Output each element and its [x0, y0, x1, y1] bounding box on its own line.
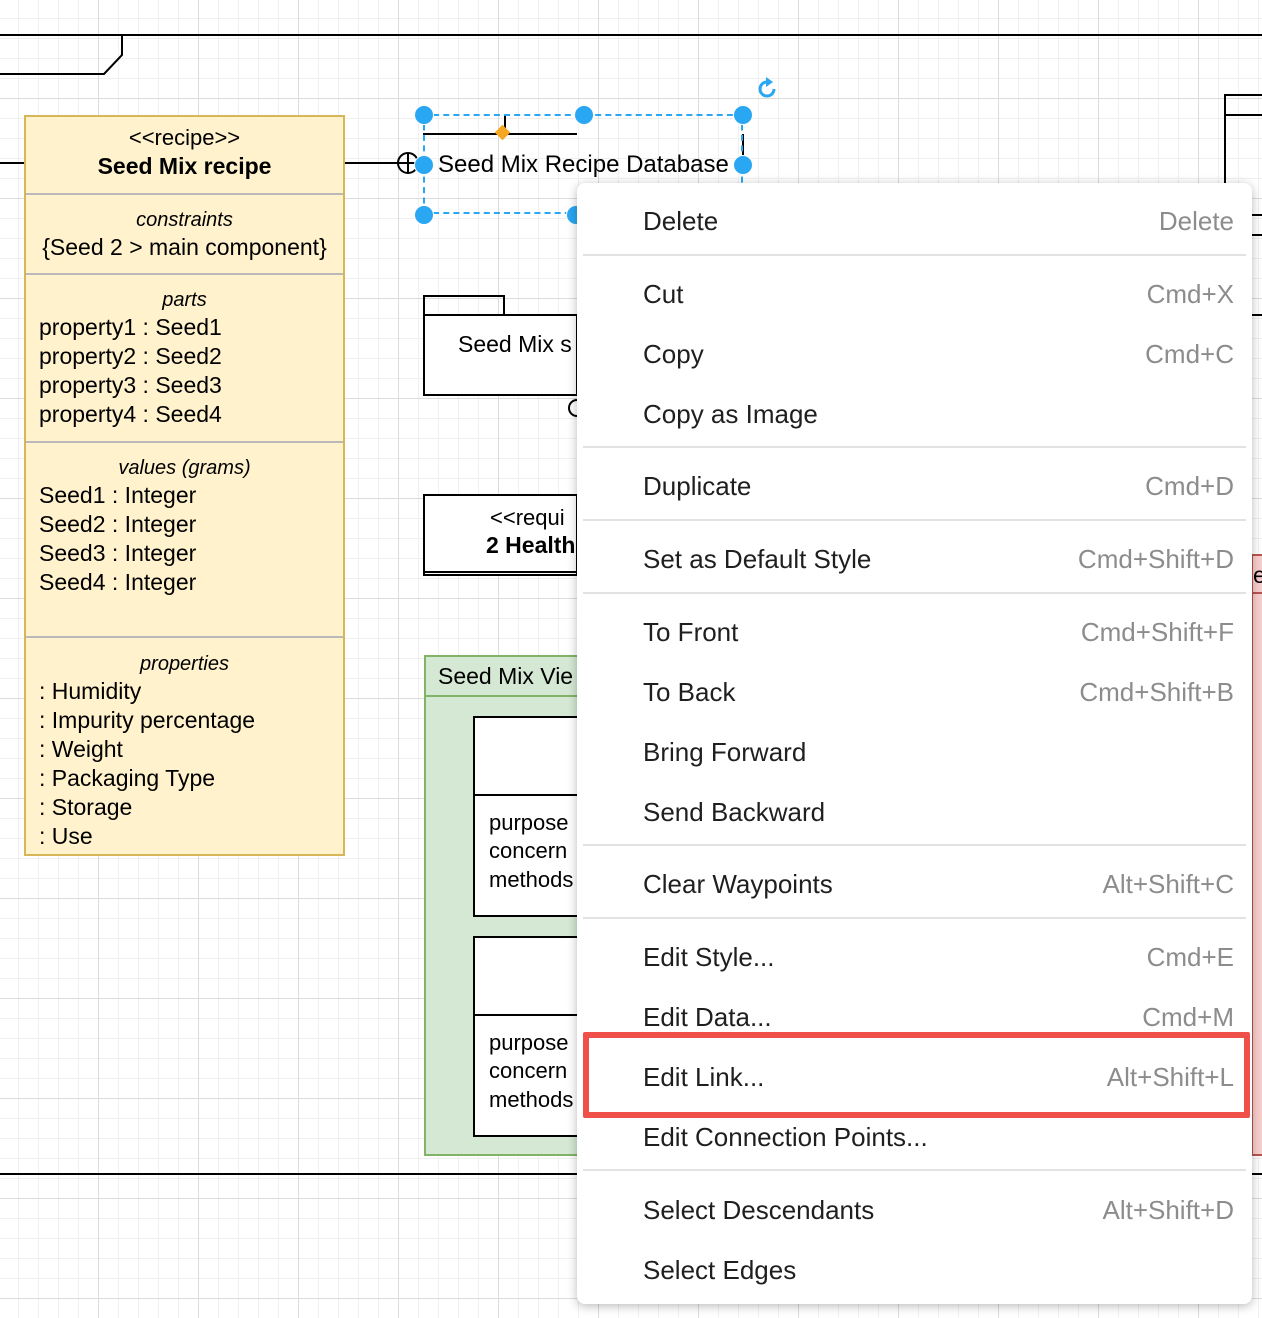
- property-item: : Use: [39, 823, 93, 849]
- menu-item-edit-style[interactable]: Edit Style... Cmd+E: [643, 942, 1234, 972]
- part-item: property4 : Seed4: [39, 401, 222, 427]
- resize-handle[interactable]: [414, 105, 434, 125]
- part-item: property1 : Seed1: [39, 314, 222, 340]
- property-item: : Humidity: [39, 678, 142, 704]
- selected-shape-label: Seed Mix Recipe Database: [438, 151, 729, 178]
- context-menu: Delete Delete Cut Cmd+X Copy Cmd+C Copy …: [577, 183, 1252, 1304]
- menu-item-edit-link[interactable]: Edit Link... Alt+Shift+L: [643, 1062, 1234, 1092]
- menu-item-delete[interactable]: Delete Delete: [643, 206, 1234, 236]
- property-item: : Impurity percentage: [39, 707, 256, 733]
- rotate-icon[interactable]: [754, 76, 780, 102]
- menu-item-cut[interactable]: Cut Cmd+X: [643, 279, 1234, 309]
- menu-item-to-back[interactable]: To Back Cmd+Shift+B: [643, 677, 1234, 707]
- value-item: Seed1 : Integer: [39, 482, 197, 508]
- constraints-heading: constraints: [136, 209, 233, 231]
- viewpoint-box[interactable]: [473, 716, 592, 917]
- value-item: Seed3 : Integer: [39, 540, 197, 566]
- viewpoint-concern: concern: [489, 838, 568, 863]
- viewpoint-concern: concern: [489, 1058, 568, 1083]
- parts-heading: parts: [162, 289, 207, 311]
- viewpoint-box[interactable]: [473, 936, 592, 1137]
- recipe-name: Seed Mix recipe: [97, 153, 272, 179]
- viewpoint-purpose: purpose: [489, 1030, 569, 1055]
- menu-item-send-backward[interactable]: Send Backward: [643, 797, 826, 827]
- menu-item-copy[interactable]: Copy Cmd+C: [643, 339, 1234, 369]
- values-heading: values (grams): [118, 457, 251, 479]
- requirement-stereotype: <<requi: [490, 505, 565, 530]
- view-block[interactable]: Seed Mix Vie purpose concern methods pur…: [424, 655, 594, 1156]
- property-item: : Weight: [39, 736, 123, 762]
- menu-item-select-descendants[interactable]: Select Descendants Alt+Shift+D: [643, 1195, 1234, 1225]
- viewpoint-purpose: purpose: [489, 810, 569, 835]
- resize-handle[interactable]: [414, 205, 434, 225]
- resize-handle[interactable]: [733, 105, 753, 125]
- viewpoint-methods: methods: [489, 867, 574, 892]
- properties-heading: properties: [140, 653, 229, 675]
- viewpoint-methods: methods: [489, 1087, 574, 1112]
- resize-handle[interactable]: [574, 105, 594, 125]
- view-title: Seed Mix Vie: [438, 663, 574, 689]
- menu-item-bring-forward[interactable]: Bring Forward: [643, 737, 807, 767]
- value-item: Seed4 : Integer: [39, 569, 197, 595]
- menu-item-select-edges[interactable]: Select Edges: [643, 1255, 797, 1285]
- resize-handle[interactable]: [733, 155, 753, 175]
- menu-item-duplicate[interactable]: Duplicate Cmd+D: [643, 471, 1234, 501]
- package-label: Seed Mix s: [458, 331, 572, 357]
- requirement-edge-text: e: [1253, 562, 1262, 588]
- property-item: : Packaging Type: [39, 765, 216, 791]
- highlight-box: [583, 1032, 1250, 1118]
- menu-item-to-front[interactable]: To Front Cmd+Shift+F: [643, 617, 1234, 647]
- menu-item-edit-connection-points[interactable]: Edit Connection Points...: [643, 1122, 928, 1152]
- recipe-stereotype: <<recipe>>: [128, 125, 241, 150]
- recipe-block[interactable]: <<recipe>> Seed Mix recipe constraints {…: [24, 115, 345, 856]
- part-item: property3 : Seed3: [39, 372, 222, 398]
- requirement-name: 2 Health: [486, 532, 576, 558]
- menu-item-edit-data[interactable]: Edit Data... Cmd+M: [643, 1002, 1234, 1032]
- resize-handle[interactable]: [414, 155, 434, 175]
- value-item: Seed2 : Integer: [39, 511, 197, 537]
- constraint-text: {Seed 2 > main component}: [42, 234, 327, 260]
- menu-item-set-default-style[interactable]: Set as Default Style Cmd+Shift+D: [643, 544, 1234, 574]
- menu-item-clear-waypoints[interactable]: Clear Waypoints Alt+Shift+C: [643, 869, 1234, 899]
- property-item: : Storage: [39, 794, 133, 820]
- part-item: property2 : Seed2: [39, 343, 222, 369]
- menu-item-copy-as-image[interactable]: Copy as Image: [643, 399, 818, 429]
